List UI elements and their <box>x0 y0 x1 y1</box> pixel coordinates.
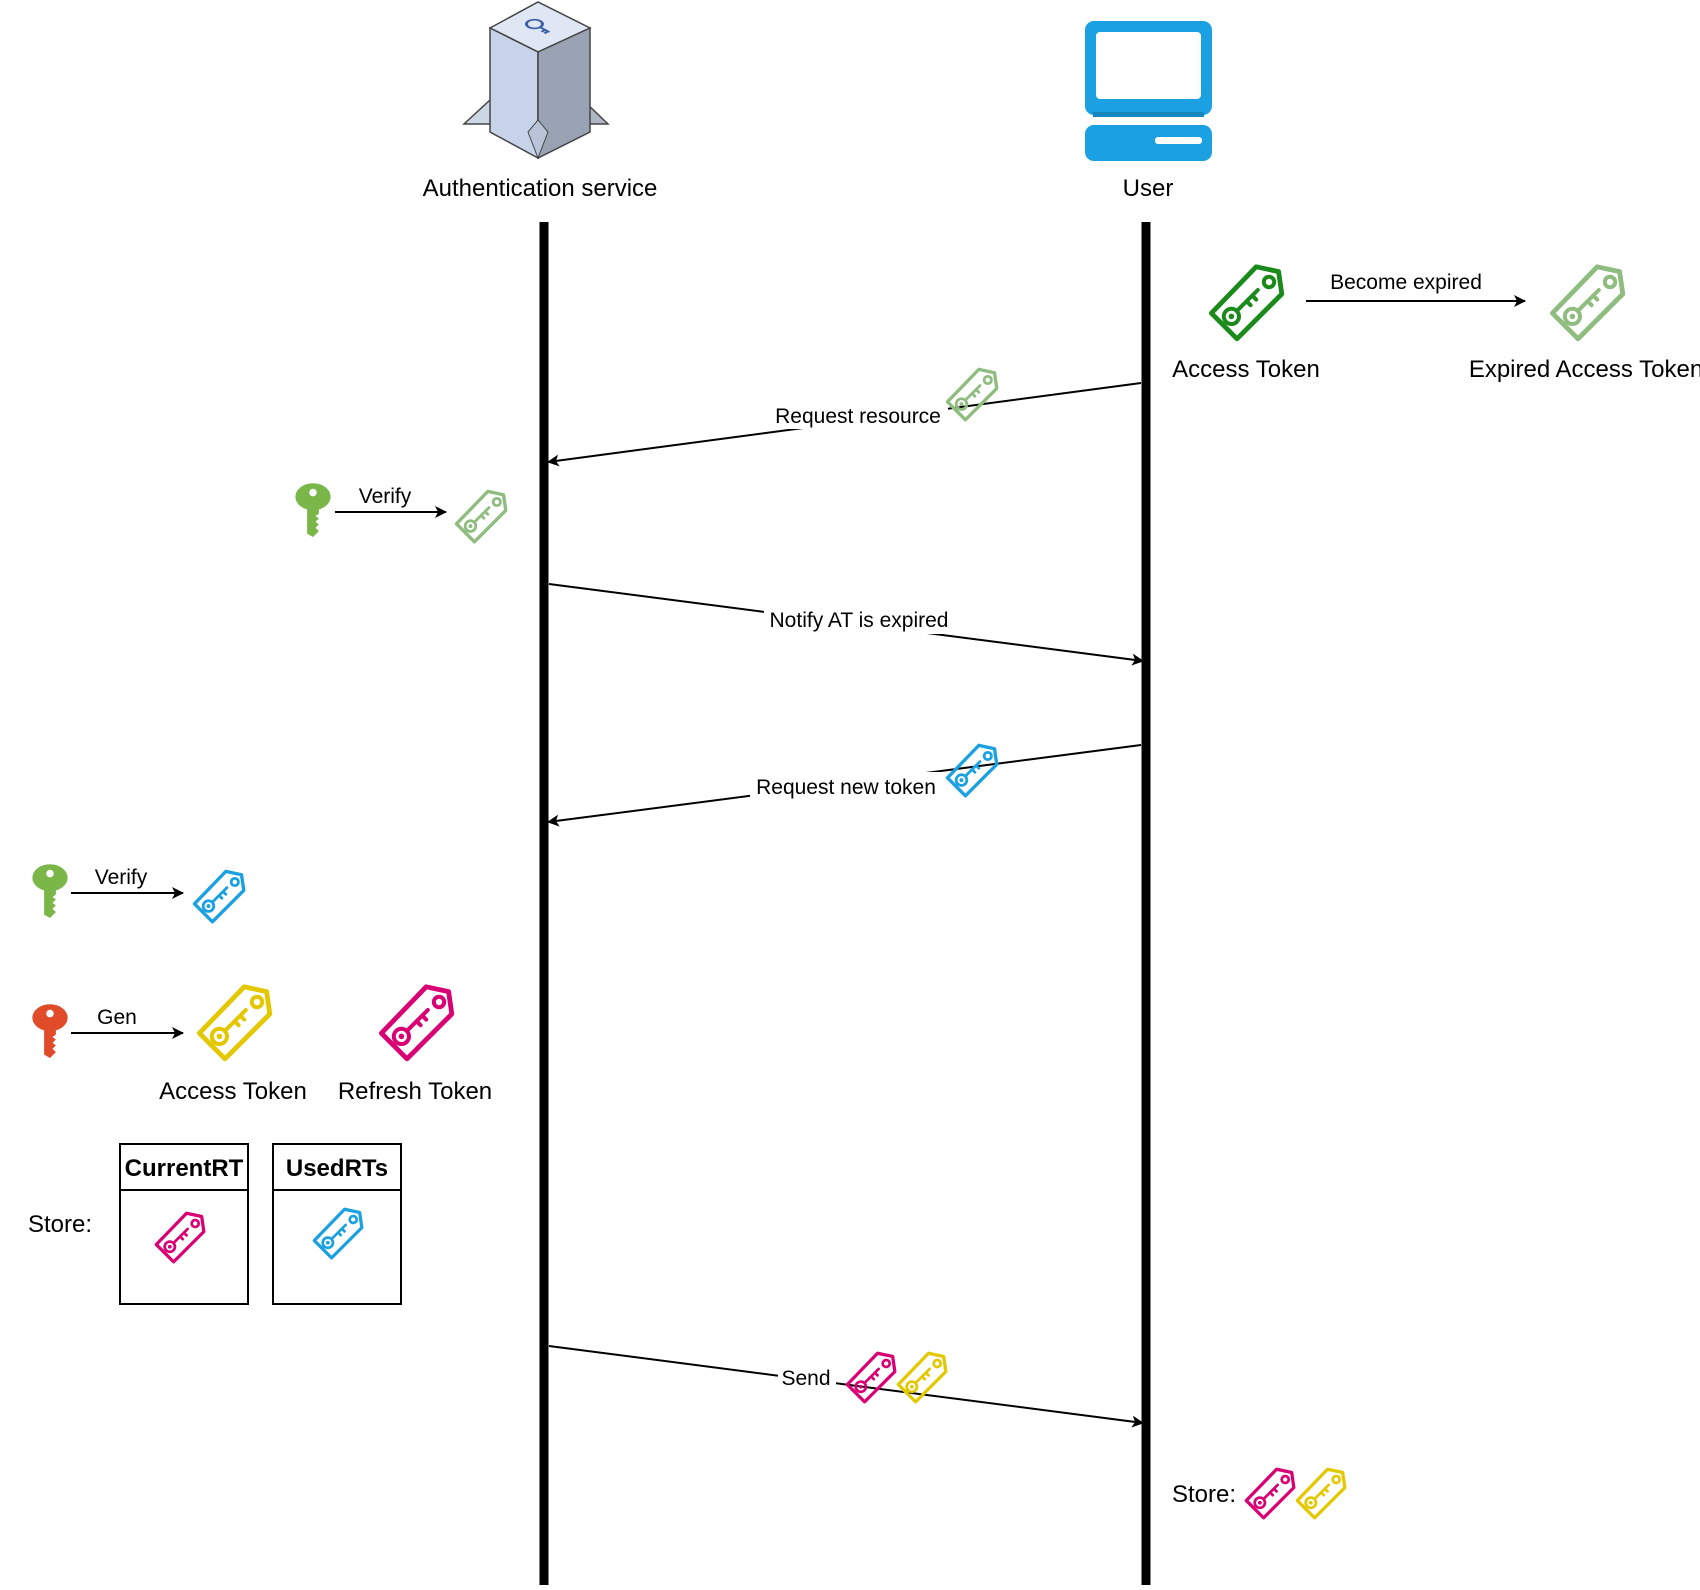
used-rts-table <box>272 1143 402 1305</box>
become-expired-label: Become expired <box>1330 271 1482 294</box>
user-label: User <box>1123 175 1174 202</box>
notify-expired-label: Notify AT is expired <box>770 609 949 632</box>
expired-token-icon <box>945 367 999 422</box>
auth-store-label: Store: <box>28 1211 92 1238</box>
new-access-token-icon <box>199 987 269 1059</box>
send-access-token-icon <box>896 1351 948 1404</box>
verify-key-icon-2 <box>32 864 68 919</box>
send-label: Send <box>781 1367 830 1390</box>
user-store-access-token-icon <box>1295 1467 1347 1520</box>
expired-access-token-icon <box>1552 267 1622 339</box>
new-refresh-token-label: Refresh Token <box>338 1078 492 1105</box>
user-store-label: Store: <box>1172 1481 1236 1508</box>
current-rt-header: CurrentRT <box>125 1155 244 1182</box>
user-store-refresh-token-icon <box>1244 1467 1296 1520</box>
verified-refresh-token-icon <box>192 869 246 924</box>
auth-service-icon <box>462 1 610 160</box>
verify-label: Verify <box>359 485 412 508</box>
used-rts-header: UsedRTs <box>286 1155 388 1182</box>
send-refresh-token-icon <box>845 1351 897 1404</box>
new-refresh-token-icon <box>381 987 451 1059</box>
request-resource-label: Request resource <box>775 405 941 428</box>
legend-access-token-label: Access Token <box>1172 356 1320 383</box>
request-new-token-label: Request new token <box>756 776 936 799</box>
verified-expired-token-icon <box>454 489 508 544</box>
current-rt-table <box>119 1143 249 1305</box>
gen-label: Gen <box>97 1006 137 1029</box>
auth-service-label: Authentication service <box>423 175 658 202</box>
gen-key-icon <box>32 1004 68 1059</box>
verify-label-2: Verify <box>95 866 148 889</box>
refresh-token-icon <box>945 743 999 798</box>
verify-key-icon <box>295 483 331 538</box>
access-token-icon <box>1211 267 1281 339</box>
legend-expired-access-token-label: Expired Access Token <box>1469 356 1700 383</box>
new-access-token-label: Access Token <box>159 1078 307 1105</box>
user-computer-icon <box>1085 21 1212 161</box>
